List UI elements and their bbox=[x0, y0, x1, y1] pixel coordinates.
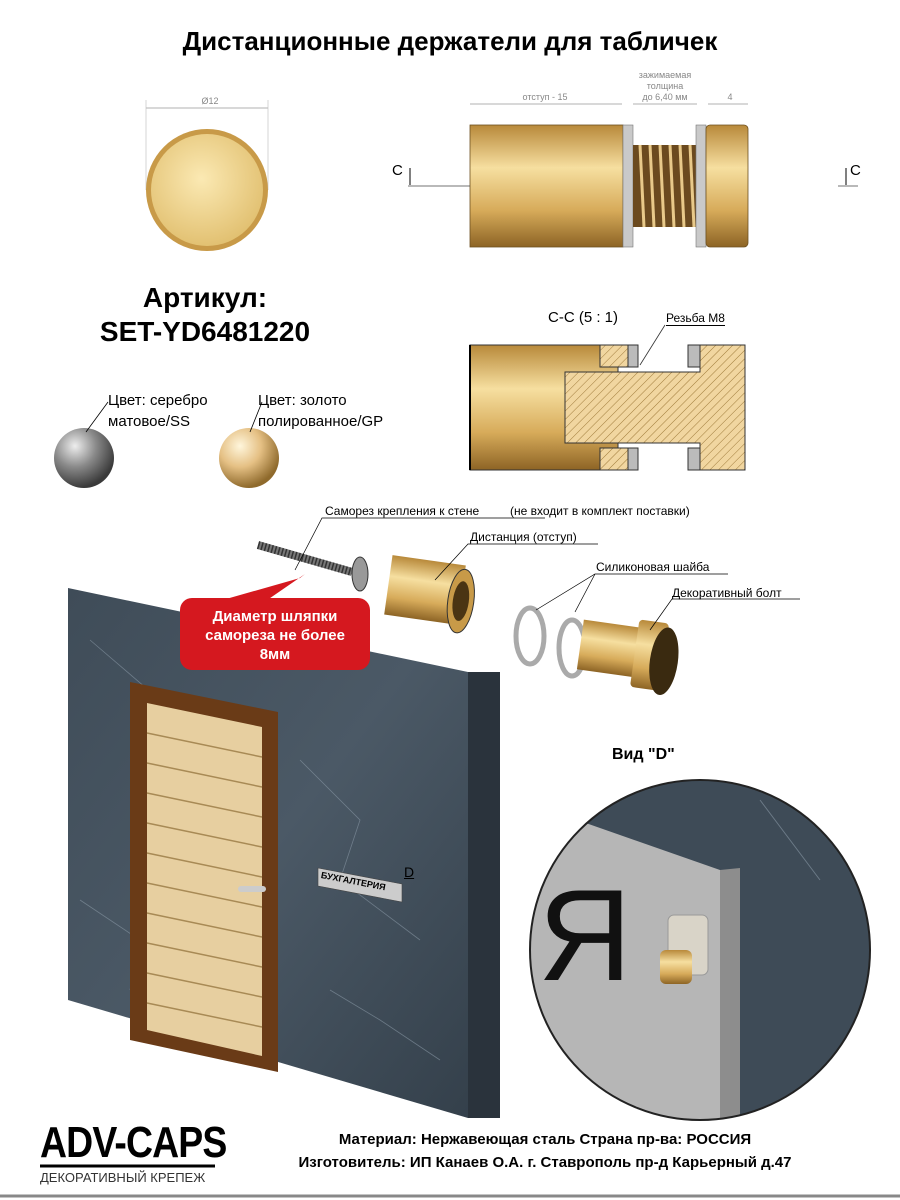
spacer-label: Дистанция (отступ) bbox=[470, 530, 577, 544]
color-swatches bbox=[54, 401, 279, 488]
section-mark-right: C bbox=[850, 162, 861, 179]
manufacturer-info: Изготовитель: ИП Канаев О.А. г. Ставропо… bbox=[298, 1154, 792, 1171]
detail-title: Вид "D" bbox=[612, 746, 675, 763]
section-view bbox=[469, 324, 746, 471]
thread-label: Резьба М8 bbox=[666, 311, 725, 326]
brand-tagline: ДЕКОРАТИВНЫЙ КРЕПЕЖ bbox=[40, 1170, 206, 1185]
clamp-dim-line2: толщина bbox=[646, 81, 684, 91]
door-handle bbox=[238, 886, 266, 892]
brand-logo: ADV-CAPS bbox=[40, 1118, 227, 1167]
color-silver-name: Цвет: серебро bbox=[108, 392, 208, 409]
page-title: Дистанционные держатели для табличек bbox=[182, 26, 718, 56]
color-silver-label: Цвет: серебро матовое/SS bbox=[108, 390, 208, 432]
detail-view bbox=[529, 779, 871, 1121]
callout-line1: Диаметр шляпки bbox=[212, 608, 338, 625]
detail-sign-letter: Я bbox=[538, 862, 632, 1008]
screw bbox=[256, 541, 369, 592]
screw-label: Саморез крепления к стене bbox=[325, 504, 480, 518]
clamp-dimension: зажимаемая толщина до 6,40 мм bbox=[620, 70, 710, 103]
head-dimension: 4 bbox=[727, 92, 733, 102]
view-mark: D bbox=[404, 864, 415, 880]
screw-head-callout: Диаметр шляпки самореза не более 8мм bbox=[180, 598, 370, 670]
side-view bbox=[408, 103, 858, 248]
exploded-parts bbox=[205, 517, 800, 695]
washer-label: Силиконовая шайба bbox=[596, 560, 710, 574]
color-gold-name: Цвет: золото bbox=[258, 392, 347, 409]
spacer bbox=[384, 555, 475, 634]
callout-line3: 8мм bbox=[259, 646, 291, 663]
clamp-dim-line1: зажимаемая bbox=[638, 70, 692, 80]
color-silver-finish: матовое/SS bbox=[108, 413, 191, 430]
front-view bbox=[145, 100, 269, 251]
clamp-dim-line3: до 6,40 мм bbox=[642, 92, 688, 102]
section-label: C-C (5 : 1) bbox=[548, 309, 619, 326]
article-label: Артикул: bbox=[142, 282, 268, 313]
diameter-dimension: Ø12 bbox=[201, 96, 219, 106]
article-code: SET-YD6481220 bbox=[99, 316, 311, 347]
offset-dimension: отступ - 15 bbox=[522, 92, 568, 102]
color-gold-finish: полированное/GP bbox=[258, 413, 384, 430]
bolt bbox=[576, 619, 679, 695]
section-mark-left: C bbox=[392, 162, 403, 179]
material-info: Материал: Нержавеющая сталь Страна пр-ва… bbox=[338, 1131, 752, 1148]
color-gold-label: Цвет: золото полированное/GP bbox=[258, 390, 383, 432]
callout-line2: самореза не более bbox=[205, 627, 345, 644]
screw-note: (не входит в комплект поставки) bbox=[510, 504, 690, 518]
bolt-label: Декоративный болт bbox=[672, 586, 782, 600]
wall-scene bbox=[68, 588, 500, 1118]
